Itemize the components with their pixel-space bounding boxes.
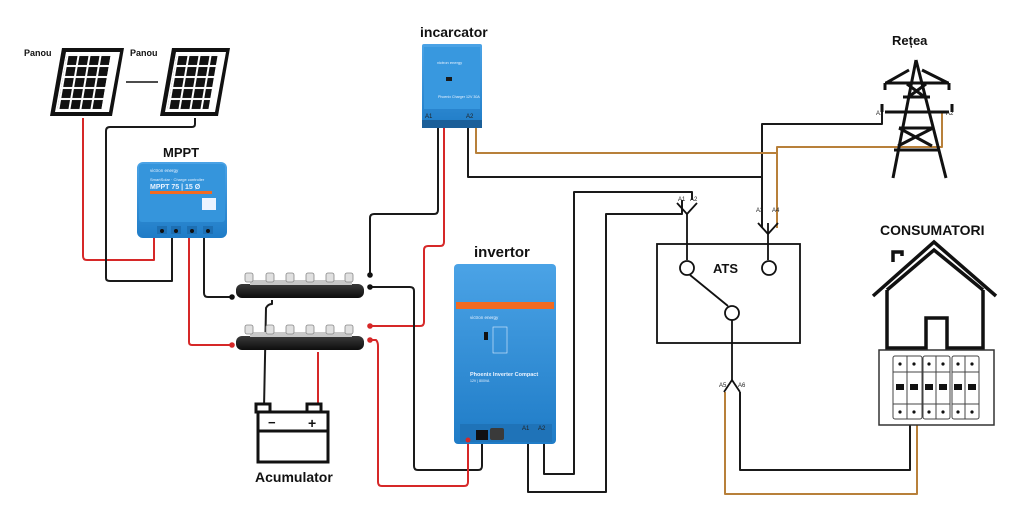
mppt-series: SmartSolar · Charge controller (150, 177, 205, 182)
wire-charger-grid-neutral (467, 112, 883, 178)
wire-panel2-negative (105, 118, 196, 282)
wire-mppt-battery-positive (188, 236, 232, 346)
wire-inverter-ats-a2 (543, 191, 693, 475)
battery-minus: − (268, 415, 276, 430)
ats-terminal-a6: A6 (738, 383, 746, 389)
ats-input1-contact (679, 260, 695, 276)
breaker-panel (878, 349, 995, 426)
ats-input2-contact (761, 260, 777, 276)
ats-switch-blade (689, 274, 729, 307)
mppt-label: MPPT (163, 145, 199, 160)
ats-terminal-a2: A2 (690, 197, 698, 203)
wires (82, 112, 943, 495)
grid-label: Rețea (892, 33, 928, 48)
ats-label: ATS (713, 261, 738, 276)
busbar-negative (236, 272, 364, 298)
ats-input1-fork (676, 202, 698, 216)
ats-switch (656, 202, 801, 393)
wire-inverter-negative (370, 286, 483, 471)
wire-inverter-ats-a1 (527, 200, 683, 493)
wire-mppt-battery-negative (203, 236, 232, 298)
inverter-label: invertor (474, 244, 530, 261)
charger-device: victron energy Phoenix Charger 12V 30A (422, 44, 482, 128)
mppt-controller: victron energy SmartSolar · Charge contr… (137, 162, 227, 238)
wire-charger-grid-line (475, 112, 943, 154)
inverter-device: victron energy Phoenix Inverter Compact … (454, 264, 556, 444)
panel-1-label: Panou (24, 48, 52, 58)
solar-panel-2 (160, 48, 230, 116)
ats-terminal-a3: A3 (756, 208, 764, 214)
consumers-label: CONSUMATORI (880, 222, 984, 238)
solar-panel-1 (50, 48, 124, 116)
battery-label: Acumulator (255, 469, 333, 485)
battery (254, 402, 330, 464)
ats-output-fork (723, 378, 741, 393)
charger-label: incarcator (420, 24, 488, 40)
ats-output-contact (724, 305, 740, 321)
grid-terminal-a2: A2 (946, 111, 954, 117)
ats-terminal-a1: A1 (678, 197, 686, 203)
charger-model: Phoenix Charger 12V 30A (438, 95, 480, 99)
inverter-brand: victron energy (470, 315, 499, 320)
wire-busbar-battery-negative (263, 300, 273, 409)
wire-panel1-positive (82, 118, 155, 261)
ats-box (656, 243, 801, 344)
wire-inverter-positive (370, 339, 469, 487)
inverter-model: Phoenix Inverter Compact (470, 372, 538, 378)
battery-plus: + (308, 415, 316, 431)
mppt-model: MPPT 75 | 15 Ø (150, 184, 201, 191)
inverter-terminal-a2: A2 (538, 426, 546, 432)
inverter-terminal-a1: A1 (522, 426, 530, 432)
wire-charger-negative (369, 128, 439, 275)
charger-brand: victron energy (437, 60, 462, 65)
wire-ats-consumer-line (724, 392, 918, 495)
ats-terminal-a5: A5 (719, 383, 727, 389)
charger-terminal-a1: A1 (425, 114, 433, 120)
panel-2-label: Panou (130, 48, 158, 58)
ats-terminal-a4: A4 (772, 208, 780, 214)
charger-terminal-a2: A2 (466, 114, 474, 120)
house-icon (871, 239, 998, 350)
transmission-tower-icon (880, 59, 954, 179)
wire-charger-positive (370, 128, 445, 327)
busbar-terminal-dots (229, 272, 373, 348)
inverter-sub: 12V | 800VA (470, 379, 490, 383)
wire-ats-consumer-neutral (739, 392, 911, 471)
mppt-brand: victron energy (150, 168, 179, 173)
grid-terminal-a1: A1 (876, 111, 884, 117)
busbar-positive (236, 324, 364, 350)
